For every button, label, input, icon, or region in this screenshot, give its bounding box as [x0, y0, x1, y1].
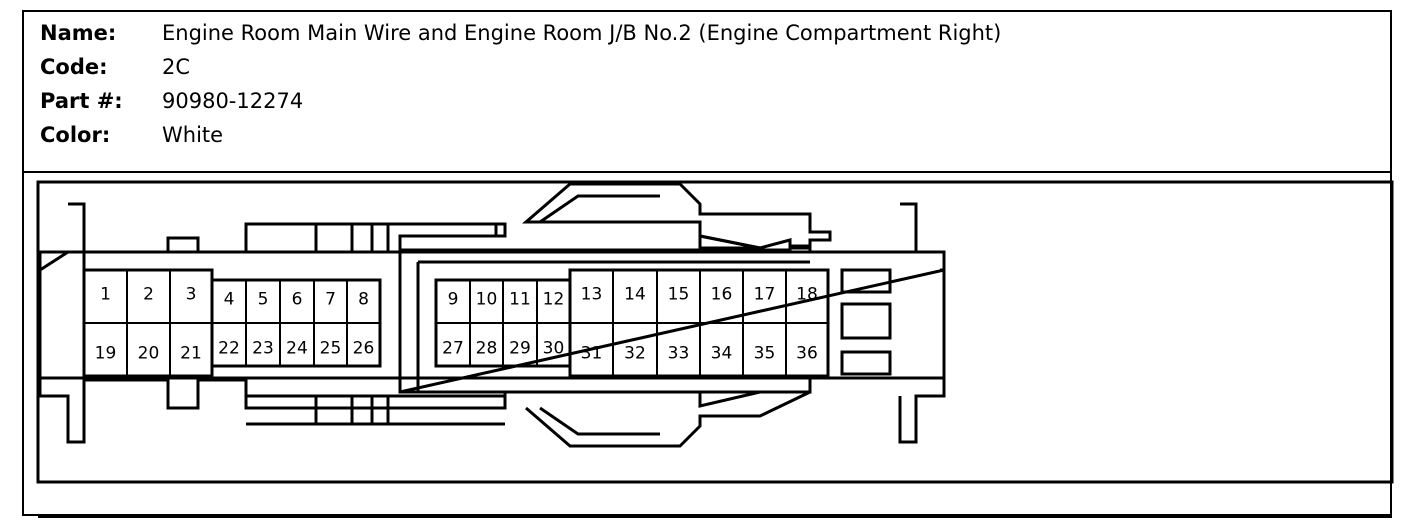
pin-31: 31	[569, 322, 614, 377]
pin-number: 11	[509, 290, 531, 310]
pin-number: 15	[668, 285, 690, 305]
bottom-latch	[525, 380, 812, 448]
pin-number: 24	[286, 339, 308, 359]
pin-24: 24	[279, 322, 315, 367]
pin-number: 10	[476, 290, 498, 310]
bottom-ribs	[246, 394, 505, 426]
pin-number: 29	[509, 339, 531, 359]
pin-1: 1	[83, 269, 128, 324]
bottom-ramp	[698, 390, 761, 408]
pin-36: 36	[785, 322, 829, 377]
pin-number: 4	[224, 290, 235, 310]
code-label: Code:	[40, 55, 108, 79]
pin-number: 23	[252, 339, 274, 359]
part-number-label: Part #:	[40, 89, 123, 113]
diagram-area	[36, 180, 1394, 484]
pin-number: 13	[581, 285, 603, 305]
pin-34: 34	[699, 322, 744, 377]
pin-11: 11	[502, 279, 538, 324]
pin-number: 25	[320, 339, 342, 359]
pin-5: 5	[245, 279, 281, 324]
pin-26: 26	[346, 322, 381, 367]
pin-15: 15	[656, 269, 701, 324]
code-row: Code: 2C	[40, 50, 1001, 84]
pin-27: 27	[435, 322, 471, 367]
pin-number: 31	[581, 344, 603, 364]
pin-3: 3	[169, 269, 213, 324]
pin-21: 21	[169, 322, 213, 377]
color-value: White	[162, 123, 224, 147]
pin-cell	[346, 322, 381, 367]
pin-14: 14	[612, 269, 658, 324]
color-label: Color:	[40, 123, 111, 147]
pin-number: 3	[186, 285, 197, 305]
pin-35: 35	[742, 322, 787, 377]
pin-number: 18	[796, 285, 818, 305]
color-row: Color: White	[40, 118, 1001, 152]
top-latch	[521, 182, 832, 250]
pin-13: 13	[569, 269, 614, 324]
name-label: Name:	[40, 21, 117, 45]
pin-number: 32	[624, 344, 646, 364]
pin-32: 32	[612, 322, 658, 377]
bottom-latch-inner	[539, 406, 660, 436]
name-row: Name: Engine Room Main Wire and Engine Ro…	[40, 16, 1001, 50]
pin-number: 6	[292, 290, 303, 310]
pin-number: 35	[754, 344, 776, 364]
pin-28: 28	[469, 322, 504, 367]
right-slot-top	[840, 268, 892, 294]
pin-12: 12	[536, 279, 571, 324]
pin-number: 12	[543, 290, 565, 310]
pin-25: 25	[313, 322, 348, 367]
pin-number: 36	[796, 344, 818, 364]
pin-2: 2	[126, 269, 171, 324]
pin-number: 16	[711, 285, 733, 305]
name-value: Engine Room Main Wire and Engine Room J/…	[162, 21, 1002, 45]
pin-number: 30	[543, 339, 565, 359]
pin-number: 21	[180, 344, 202, 364]
top-ramp	[698, 234, 761, 250]
pin-20: 20	[126, 322, 171, 377]
pin-number: 22	[218, 339, 240, 359]
right-slot-bottom	[840, 350, 892, 376]
pin-22: 22	[211, 322, 247, 367]
part-number-row: Part #: 90980-12274	[40, 84, 1001, 118]
connector-info: Name: Engine Room Main Wire and Engine Ro…	[40, 16, 1001, 152]
part-number-value: 90980-12274	[162, 89, 304, 113]
pin-number: 34	[711, 344, 733, 364]
pin-number: 27	[442, 339, 464, 359]
pin-10: 10	[469, 279, 504, 324]
pin-cell	[785, 322, 829, 377]
pin-number: 5	[258, 290, 269, 310]
pin-29: 29	[502, 322, 538, 367]
pin-number: 14	[624, 285, 646, 305]
pin-number: 7	[325, 290, 336, 310]
pin-number: 17	[754, 285, 776, 305]
pin-4: 4	[211, 279, 247, 324]
top-ribs	[314, 224, 498, 252]
right-post	[898, 202, 946, 444]
pin-number: 1	[100, 285, 111, 305]
pin-7: 7	[313, 279, 348, 324]
pin-8: 8	[346, 279, 381, 324]
pin-6: 6	[279, 279, 315, 324]
pin-number: 33	[668, 344, 690, 364]
pin-23: 23	[245, 322, 281, 367]
right-slot-middle	[840, 302, 892, 340]
top-latch-inner	[539, 194, 660, 224]
pin-number: 19	[95, 344, 117, 364]
pin-number: 26	[353, 339, 375, 359]
pin-number: 8	[358, 290, 369, 310]
pin-number: 20	[138, 344, 160, 364]
pin-9: 9	[435, 279, 471, 324]
pin-number: 28	[476, 339, 498, 359]
code-value: 2C	[162, 55, 191, 79]
pin-number: 2	[143, 285, 154, 305]
pin-19: 19	[83, 322, 128, 377]
pin-number: 9	[448, 290, 459, 310]
